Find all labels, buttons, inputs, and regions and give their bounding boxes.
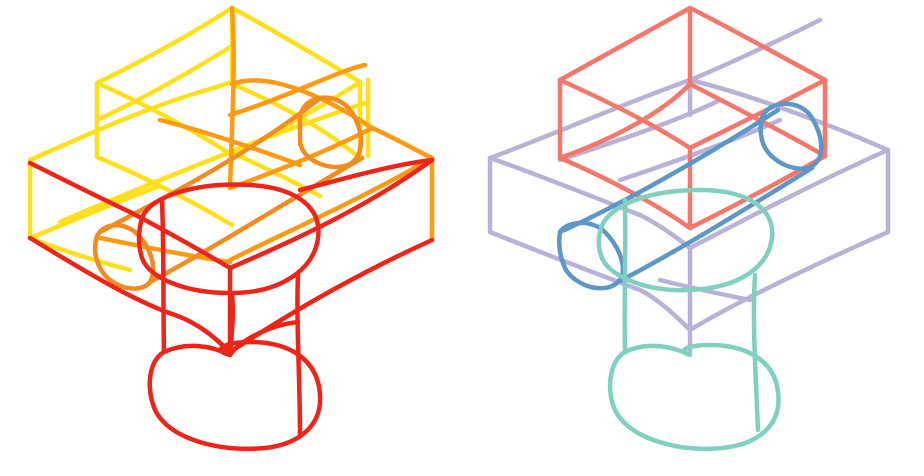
- lower-slab: [487, 17, 891, 355]
- pedestal-front-slab: [27, 157, 435, 355]
- cylinder-rod: [92, 95, 365, 291]
- pedestal: [596, 187, 781, 451]
- sketch-cool: [487, 5, 891, 451]
- upper-block: [557, 5, 828, 231]
- sketch-warm: [27, 5, 435, 451]
- pedestal: [136, 182, 323, 451]
- cylinder-rod: [557, 101, 824, 291]
- lower-slab: [97, 5, 435, 265]
